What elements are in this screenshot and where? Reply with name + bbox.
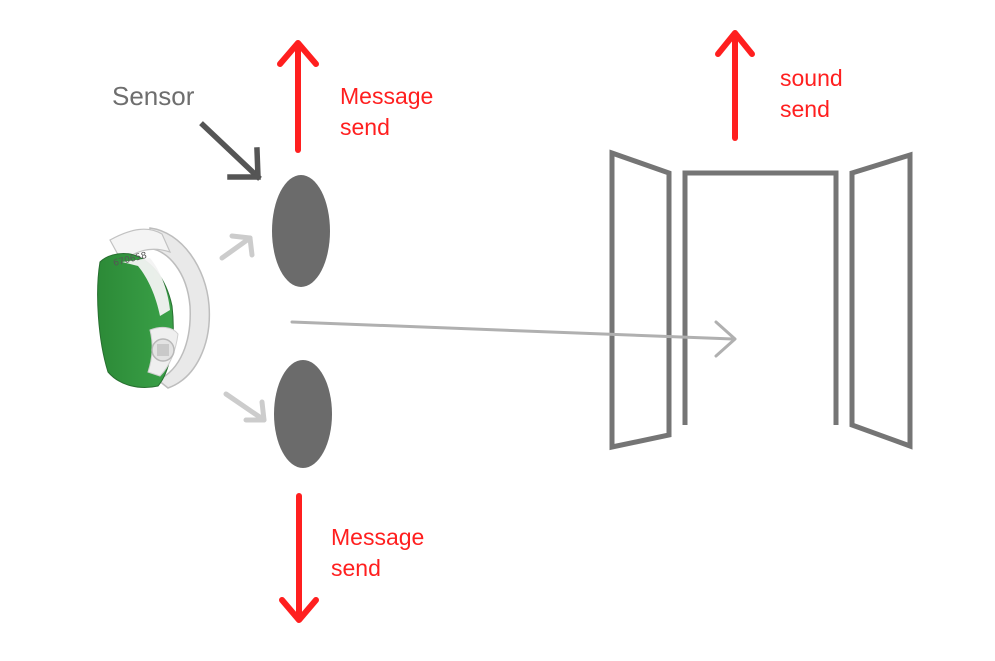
sound-send-line2: send: [780, 96, 830, 122]
signal-arrow-upper: [219, 233, 255, 261]
message-send-top-line2: send: [340, 114, 390, 140]
door-left-leaf: [609, 149, 672, 451]
message-send-top-line1: Message: [340, 83, 434, 109]
sound-send-label: sound send: [780, 63, 843, 125]
signal-arrow-lower: [223, 391, 267, 423]
door-frame: [682, 170, 839, 425]
door-right-leaf: [849, 151, 913, 450]
sensor-label: Sensor: [112, 81, 195, 111]
sensor-top: [272, 175, 330, 287]
sound-send-arrow: [715, 30, 755, 141]
message-send-bottom-label: Message send: [331, 522, 424, 584]
message-send-bottom-line2: send: [331, 555, 381, 581]
sensor-bottom: [274, 360, 332, 468]
beam-arrow: [290, 320, 737, 358]
message-send-top-label: Message send: [340, 81, 433, 143]
message-send-bottom-arrow: [279, 493, 319, 623]
sensor-pointer-arrow: [199, 121, 262, 181]
door-icon: [609, 149, 913, 451]
message-send-bottom-line1: Message: [331, 524, 425, 550]
wristband: 670658: [97, 227, 211, 389]
sound-send-line1: sound: [780, 65, 843, 91]
message-send-top-arrow: [277, 40, 319, 153]
